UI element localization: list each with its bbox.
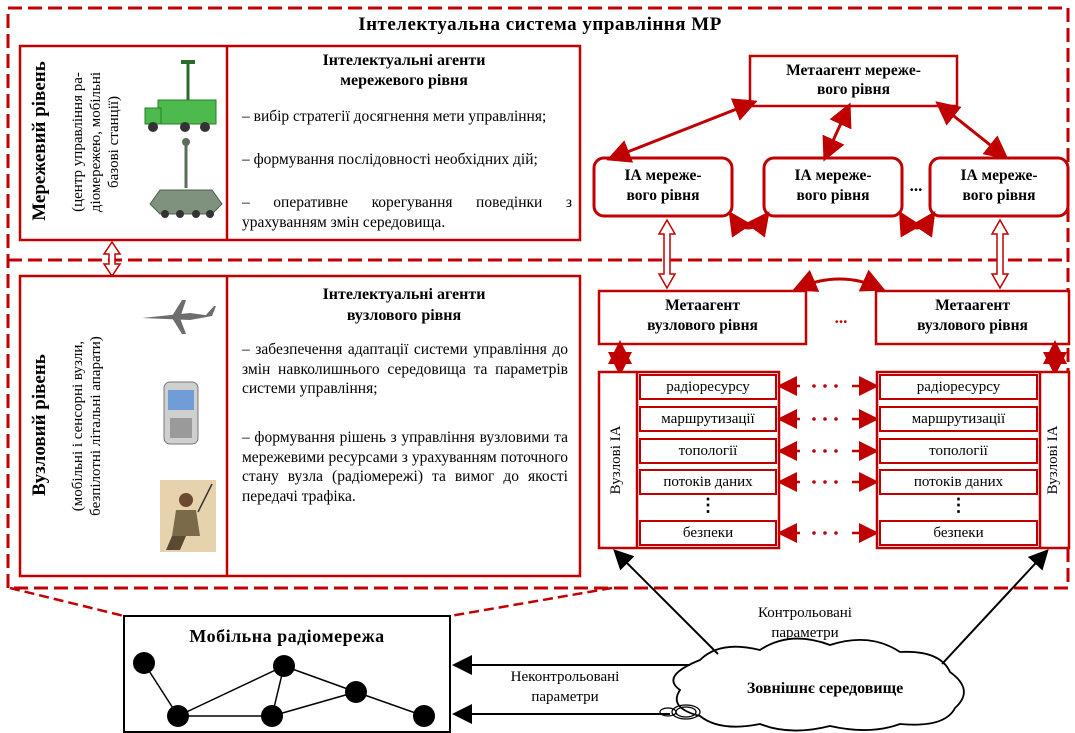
uncontrolled-params-line-2: параметри: [531, 689, 599, 705]
network-agents-title-1: Інтелектуальні агенти: [322, 52, 486, 69]
network-node: [261, 705, 283, 727]
node-ia-left-routing: маршрутизації: [639, 406, 777, 432]
drone-icon: [142, 300, 216, 334]
network-level-sublabel-2: діомережею, мобільні: [88, 71, 104, 213]
controlled-params-line-1: Контрольовані: [758, 605, 852, 621]
ia-network-3-line-2: вого рівня: [962, 187, 1036, 204]
node-ia-left-dataflow: потоків даних: [639, 469, 777, 495]
meta-agent-node-ellipsis: ...: [834, 308, 848, 327]
meta-agent-node-1-line-2: вузлового рівня: [647, 317, 758, 334]
node-ia-right-radio: радіоресурсу: [879, 374, 1038, 400]
node-ia-right-security: безпеки: [879, 520, 1038, 546]
network-node: [345, 681, 367, 703]
meta-agent-node-1-line-1: Метаагент: [665, 297, 740, 314]
network-level-sublabel-1: (центр управління ра-: [70, 72, 86, 212]
node-bullet-2: – формування рішень з управління вузлови…: [242, 429, 568, 505]
node-agents-title-2: вузлового рівня: [346, 307, 462, 324]
node-ia-right-dataflow: потоків даних: [879, 469, 1038, 495]
meta-agent-network-line-1: Метаагент мереже-: [786, 62, 921, 79]
node-ia-right-routing: маршрутизації: [879, 406, 1038, 432]
node-level-sublabel-1: (мобільні і сенсорні вузли,: [70, 340, 86, 512]
uncontrolled-params-line-1: Неконтрольовані: [510, 669, 620, 685]
network-level-label: Мережевий рівень: [29, 61, 50, 221]
level-link-arrow: [102, 240, 122, 278]
network-agents-title-2: мережевого рівня: [340, 72, 468, 89]
node-level-label: Вузловий рівень: [29, 354, 50, 496]
network-level-box: [18, 44, 582, 242]
network-bullet-1: – вибір стратегії досягнення мети управл…: [242, 108, 547, 125]
meta-agent-node-box-1: [597, 289, 808, 346]
node-ia-left-topology: топології: [639, 438, 777, 464]
node-ia-label-right: Вузлові ІА: [1045, 425, 1061, 495]
node-ia-label-left: Вузлові ІА: [608, 425, 624, 495]
armored-vehicle-icon: [149, 138, 223, 218]
environment-label: Зовнішнє середовище: [746, 680, 904, 697]
meta-agent-network-line-2: вого рівня: [817, 81, 890, 98]
controlled-params-line-2: параметри: [771, 625, 839, 641]
ia-network-1-line-2: вого рівня: [626, 187, 700, 204]
node-ia-right-topology: топології: [879, 438, 1038, 464]
meta-agent-network-box: [748, 54, 959, 108]
node-ia-right-vdots: ⋮: [949, 495, 968, 515]
network-node: [133, 652, 155, 674]
node-bullet-1: – забезпечення адаптації системи управлі…: [242, 341, 568, 398]
node-level-box: [18, 274, 582, 578]
network-level-sublabel-3: базові станції): [106, 95, 122, 189]
network-bullet-2: – формування послідовності необхідних ді…: [242, 151, 538, 168]
system-title: Інтелектуальна система управління МР: [358, 14, 722, 35]
node-agents-title-1: Інтелектуальні агенти: [322, 286, 486, 303]
node-ia-left-radio: радіоресурсу: [639, 374, 777, 400]
environment-cloud: [672, 637, 965, 732]
truck-station-icon: [144, 60, 217, 132]
ia-network-3-line-1: ІА мереже-: [960, 167, 1038, 184]
network-node: [167, 705, 189, 727]
ia-network-2-line-2: вого рівня: [796, 187, 870, 204]
ia-network-ellipsis: ...: [909, 176, 923, 195]
network-bullet-3: – оперативне корегування поведінки з ура…: [242, 194, 572, 231]
ia-network-2-line-1: ІА мереже-: [794, 167, 872, 184]
node-level-sublabel-2: безпілотні літальні апарати): [88, 336, 104, 516]
node-ia-left-vdots: ⋮: [699, 495, 717, 515]
network-node: [413, 705, 435, 727]
phone-icon: [163, 381, 199, 445]
meta-agent-node-box-2: [874, 289, 1071, 346]
network-node: [273, 655, 295, 677]
mobile-network-title: Мобільна радіомережа: [189, 626, 385, 646]
soldier-icon: [160, 480, 216, 552]
ia-network-1-line-1: ІА мереже-: [624, 167, 702, 184]
meta-agent-node-2-line-2: вузлового рівня: [917, 317, 1028, 334]
node-ia-left-security: безпеки: [639, 520, 777, 546]
meta-agent-node-2-line-1: Метаагент: [935, 297, 1010, 314]
